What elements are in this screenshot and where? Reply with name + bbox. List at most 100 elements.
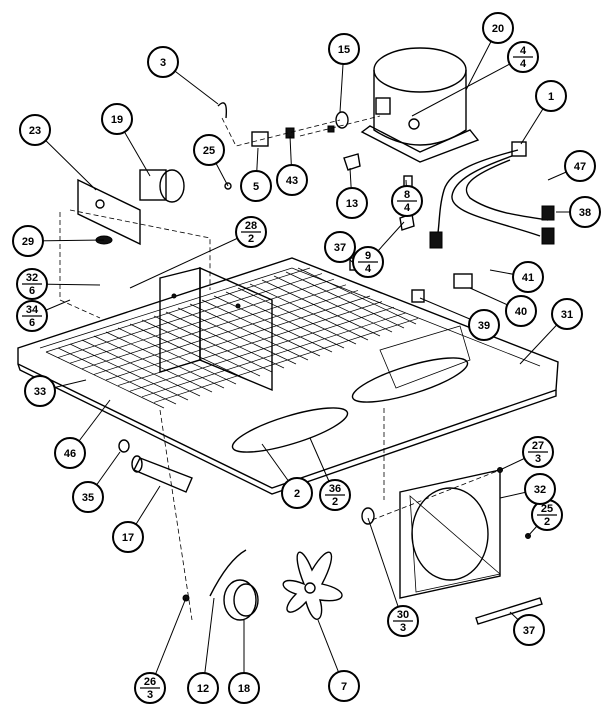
callout-number: 20 — [492, 23, 504, 35]
callout-circle — [54, 437, 86, 469]
callout-leader — [149, 597, 187, 689]
callout-number: 41 — [522, 272, 534, 284]
callout-c39: 39 — [419, 297, 500, 341]
callout-number: 46 — [64, 448, 76, 460]
callout-c1: 1 — [520, 80, 567, 145]
fan-shroud — [399, 467, 531, 599]
callout-number: 8 — [404, 189, 410, 201]
fan-baffle — [159, 266, 273, 392]
callout-number: 17 — [122, 532, 134, 544]
callout-c35: 35 — [72, 451, 121, 513]
condenser-coil — [45, 267, 419, 409]
callout-leader — [367, 517, 404, 622]
callout-circle — [551, 298, 583, 330]
callout-c25b: 252 — [527, 499, 563, 537]
callout-circle — [564, 150, 596, 182]
callout-circle — [482, 12, 514, 44]
callout-number: 27 — [532, 440, 544, 452]
callout-number: 36 — [329, 483, 341, 495]
callout-quantity: 4 — [520, 58, 527, 70]
fan-motor — [182, 549, 259, 621]
callout-c33: 33 — [24, 375, 87, 407]
callout-quantity: 6 — [29, 317, 35, 329]
callout-c18: 18 — [228, 620, 260, 704]
callout-circle — [228, 672, 260, 704]
callout-circle — [19, 114, 51, 146]
callout-number: 37 — [334, 242, 346, 254]
callout-circle — [24, 375, 56, 407]
callout-number: 15 — [338, 44, 350, 56]
callout-c37b: 37 — [509, 611, 545, 646]
callout-c5: 5 — [240, 147, 272, 202]
callout-number: 2 — [294, 488, 300, 500]
callout-number: 26 — [144, 676, 156, 688]
callout-c36: 362 — [309, 437, 351, 511]
callout-number: 25 — [203, 145, 215, 157]
callout-c28: 282 — [129, 216, 267, 289]
callout-number: 39 — [478, 320, 490, 332]
callout-c32b: 32 — [499, 473, 556, 505]
callout-circle — [147, 46, 179, 78]
callout-c43: 43 — [276, 135, 308, 196]
washer — [361, 507, 375, 525]
callout-c23: 23 — [19, 114, 97, 191]
callout-circle — [276, 164, 308, 196]
callout-circle — [187, 672, 219, 704]
callout-number: 1 — [548, 91, 554, 103]
callout-c15: 15 — [328, 33, 360, 113]
callout-number: 5 — [253, 181, 259, 193]
callout-c41: 41 — [489, 261, 544, 293]
callout-number: 38 — [579, 207, 591, 219]
callout-circle — [512, 261, 544, 293]
fan-motor-bracket — [77, 169, 232, 246]
callout-number: 4 — [520, 45, 527, 57]
callout-quantity: 2 — [248, 233, 254, 245]
callout-c8: 84 — [391, 179, 423, 217]
callout-number: 37 — [523, 625, 535, 637]
callout-c2: 2 — [261, 443, 313, 509]
callout-c38: 38 — [556, 196, 601, 228]
callout-number: 31 — [561, 309, 573, 321]
callout-c17: 17 — [112, 485, 161, 553]
callout-c47: 47 — [547, 150, 596, 182]
callout-number: 33 — [34, 386, 46, 398]
callout-number: 35 — [82, 492, 94, 504]
callout-number: 9 — [365, 250, 371, 262]
callout-c31: 31 — [519, 298, 583, 365]
callout-number: 40 — [515, 306, 527, 318]
callout-c29: 29 — [12, 225, 105, 257]
leader-lines — [59, 115, 501, 621]
callout-circle — [569, 196, 601, 228]
callout-number: 47 — [574, 161, 586, 173]
callout-number: 43 — [286, 175, 298, 187]
callout-circle — [336, 187, 368, 219]
fan-blade — [282, 551, 343, 620]
compressor — [360, 47, 480, 163]
callout-quantity: 3 — [535, 453, 541, 465]
callout-c40: 40 — [469, 287, 537, 327]
callout-c12: 12 — [187, 597, 219, 704]
callout-c9: 94 — [352, 221, 405, 278]
callout-circle — [281, 477, 313, 509]
base-pan — [17, 257, 559, 495]
callout-number: 28 — [245, 220, 257, 232]
small-parts — [217, 102, 555, 303]
callout-quantity: 4 — [404, 202, 411, 214]
callout-number: 13 — [346, 198, 358, 210]
callout-number: 25 — [541, 503, 553, 515]
callout-number: 7 — [341, 681, 347, 693]
drier — [118, 439, 193, 493]
callout-circle — [513, 614, 545, 646]
callout-number: 32 — [534, 484, 546, 496]
callout-number: 3 — [160, 57, 166, 69]
callout-circle — [193, 134, 225, 166]
callout-circle — [12, 225, 44, 257]
rod — [475, 597, 543, 625]
callout-number: 34 — [26, 304, 39, 316]
callout-number: 18 — [238, 683, 250, 695]
callout-number: 19 — [111, 114, 123, 126]
callout-number: 29 — [22, 236, 34, 248]
callout-c32a: 326 — [16, 268, 101, 300]
callout-c25a: 25 — [193, 134, 229, 187]
